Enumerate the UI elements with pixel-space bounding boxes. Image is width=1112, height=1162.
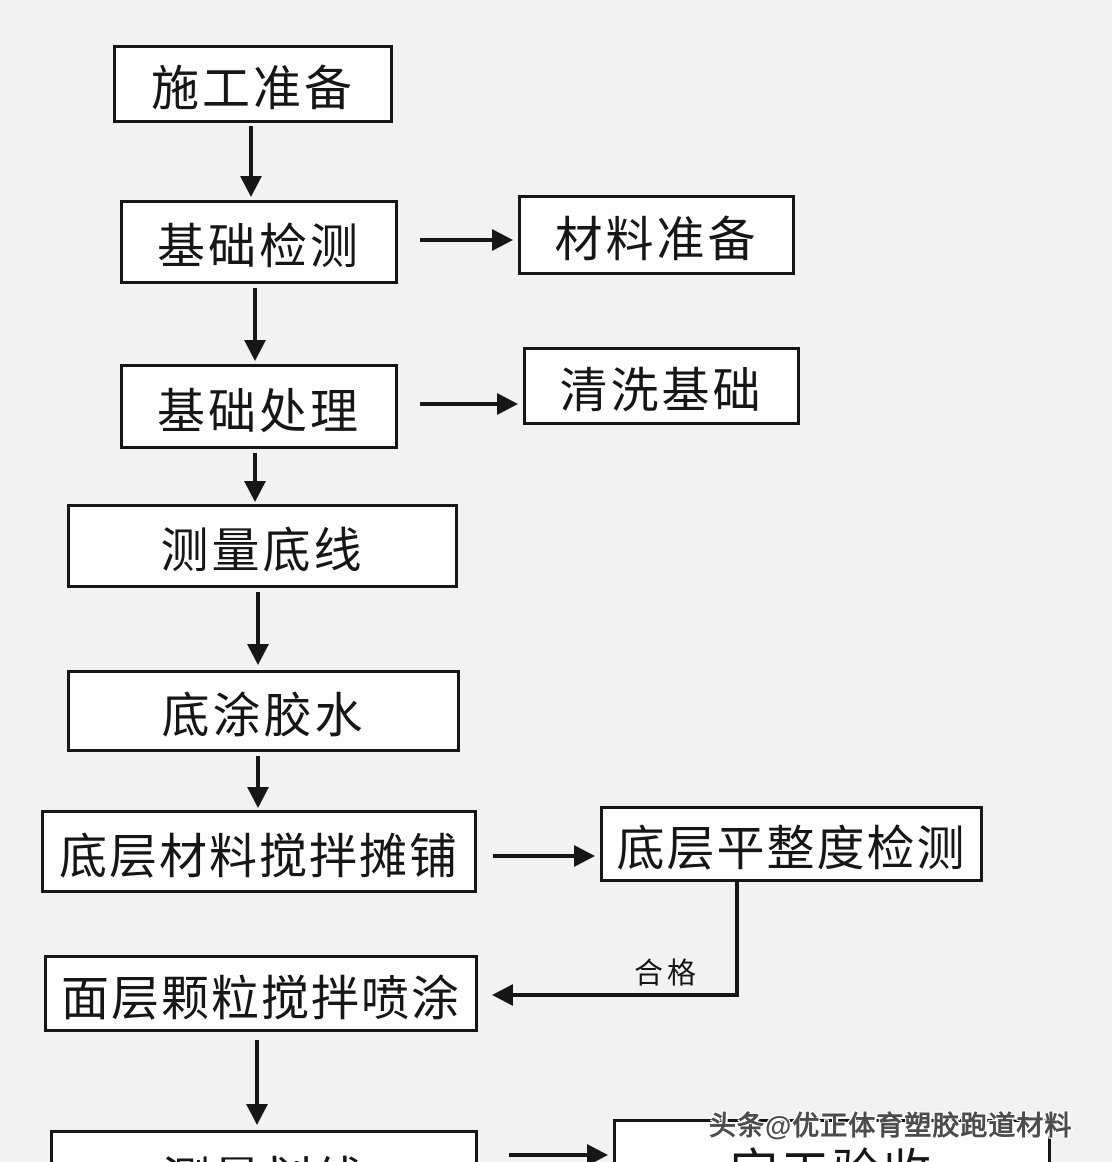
flow-node-measure-marking: 测量划线: [50, 1130, 478, 1162]
arrow-down-2-line: [253, 288, 257, 342]
flow-node-primer-glue: 底涂胶水: [67, 670, 460, 752]
arrow-down-3-head: [244, 481, 266, 502]
arrow-right-2-line: [420, 402, 498, 406]
arrow-right-2-head: [497, 393, 518, 415]
flow-node-surface-granule-spray: 面层颗粒搅拌喷涂: [44, 955, 478, 1032]
flow-node-foundation-treatment: 基础处理: [120, 364, 398, 449]
flow-node-construction-prep: 施工准备: [113, 45, 393, 123]
elbow-qualified-vline: [735, 882, 739, 997]
elbow-qualified-head: [492, 984, 513, 1006]
flow-node-base-layer-mix-paving: 底层材料搅拌摊铺: [41, 810, 477, 893]
flow-node-material-prep: 材料准备: [518, 195, 795, 275]
arrow-down-6-line: [255, 1040, 259, 1106]
arrow-down-2-head: [244, 340, 266, 361]
arrow-down-4-line: [256, 592, 260, 646]
flow-node-completion-acceptance: 完工验收: [613, 1119, 1051, 1162]
flow-node-base-layer-flatness-inspection: 底层平整度检测: [600, 806, 983, 882]
arrow-down-3-line: [253, 453, 257, 483]
flow-node-foundation-cleaning: 清洗基础: [523, 347, 800, 425]
flow-node-baseline-measurement: 测量底线: [67, 504, 458, 588]
arrow-down-1-head: [240, 176, 262, 197]
elbow-qualified-hline: [511, 993, 739, 997]
flow-node-foundation-inspection: 基础检测: [120, 200, 398, 284]
arrow-down-5-line: [256, 756, 260, 789]
arrow-right-1-head: [492, 229, 513, 251]
arrow-down-4-head: [247, 644, 269, 665]
edge-label-qualified: 合格: [634, 958, 701, 990]
arrow-down-5-head: [247, 787, 269, 808]
arrow-right-1-line: [420, 238, 493, 242]
arrow-right-4-line: [509, 1153, 588, 1157]
arrow-right-3-line: [493, 854, 575, 858]
arrow-right-3-head: [574, 845, 595, 867]
arrow-down-1-line: [249, 126, 253, 178]
arrow-right-4-head: [587, 1144, 608, 1162]
watermark: 头条@优正体育塑胶跑道材料: [709, 1111, 1073, 1141]
arrow-down-6-head: [246, 1104, 268, 1125]
